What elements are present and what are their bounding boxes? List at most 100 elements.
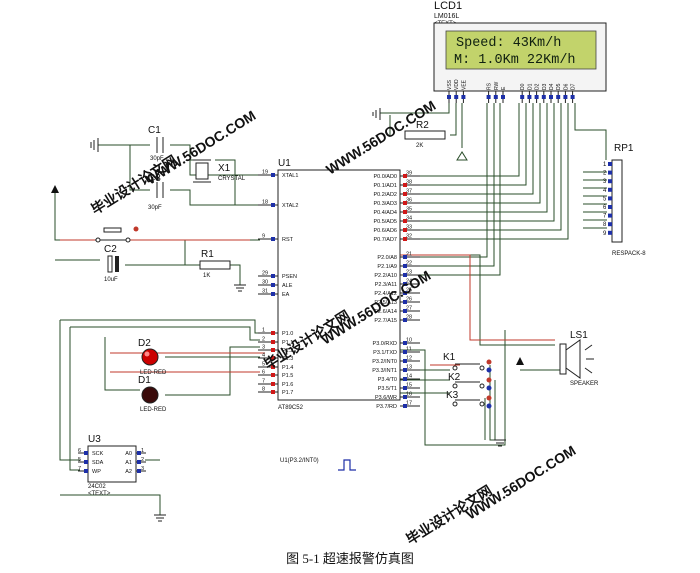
mcu-left-pin-name: P1.1: [282, 340, 293, 346]
u3-part: 24C02: [88, 484, 106, 490]
mcu-left-pin-name: P1.4: [282, 365, 293, 371]
mcu-right-pin-name: P2.6/A14: [374, 309, 397, 315]
lcd-pin-label: RW: [494, 81, 500, 90]
mcu-part: AT89C52: [278, 405, 304, 411]
mcu-left-pin-marker: [271, 237, 275, 241]
mcu-left-pin-name: P1.7: [282, 390, 293, 396]
mcu-right-pin-name: P3.2/INT0: [372, 359, 397, 365]
lcd-pin-marker: [549, 95, 553, 99]
mcu-u1: U1 AT89C52 19XTAL118XTAL29RST29PSEN30ALE…: [258, 158, 420, 411]
ls1-value: SPEAKER: [570, 381, 599, 387]
u3-right-pin-marker: [137, 460, 141, 464]
u3-right-pin-num: 1: [141, 448, 144, 454]
mcu-right-pin-num: 22: [406, 261, 412, 267]
lcd-ref: LCD1: [434, 0, 462, 12]
key-k3[interactable]: K3: [446, 390, 492, 409]
mcu-ref: U1: [278, 158, 291, 169]
d2-ref: D2: [138, 338, 151, 349]
rp1-pin-marker: [608, 222, 612, 227]
lcd1: LCD1 LM016L <TEXT> Speed: 43Km/h M: 1.0K…: [433, 0, 607, 103]
lcd-pin-marker: [527, 95, 532, 99]
lcd-pin-marker: [501, 95, 505, 99]
lcd-pin-label: VSS: [447, 79, 453, 90]
mcu-right-pin-num: 26: [406, 297, 412, 303]
key-k1[interactable]: K1: [443, 352, 492, 373]
u3-left-pin-name: WP: [92, 469, 101, 475]
mcu-left-pin-num: 18: [262, 200, 268, 206]
mcu-right-pin-name: P3.5/T1: [378, 386, 397, 392]
mcu-right-pin-num: 32: [406, 234, 412, 240]
mcu-right-pin-name: P2.4/A12: [374, 291, 397, 297]
d2-value: LED-RED: [140, 370, 167, 376]
mcu-left-pin-marker: [271, 356, 275, 360]
speaker-ls1: LS1 SPEAKER: [559, 330, 599, 387]
led-d2: D2 LED-RED: [138, 338, 167, 376]
mcu-right-pin-num: 39: [406, 171, 412, 177]
mcu-left-pin-name: P1.0: [282, 331, 293, 337]
r2-ref: R2: [416, 120, 429, 131]
mcu-right-pin-name: P2.5/A13: [374, 300, 397, 306]
lcd-screen: [445, 30, 597, 70]
u3-right-pin-num: 3: [141, 466, 144, 472]
mcu-left-pin-num: 8: [262, 387, 265, 393]
rp1-pin-marker: [608, 187, 612, 192]
mcu-right-pin-marker: [403, 273, 407, 277]
lcd-line-2: M: 1.0Km 22Km/h: [454, 53, 576, 68]
mcu-left-pin-num: 3: [262, 345, 265, 351]
lcd-part: LM016L: [434, 13, 459, 20]
u3-left-pin-name: SDA: [92, 460, 104, 466]
r1-value: 1K: [203, 273, 210, 279]
mcu-left-pin-name: P1.6: [282, 382, 293, 388]
rp1-pin-marker: [608, 179, 612, 184]
mcu-right-pin-num: 24: [406, 279, 412, 285]
resistor-r1: R1 1K: [199, 249, 231, 279]
rp1-pin-num: 2: [603, 171, 607, 177]
mcu-left-pins: 19XTAL118XTAL29RST29PSEN30ALE31EA1P1.02P…: [258, 170, 298, 396]
mcu-left-pin-num: 1: [262, 328, 265, 334]
lcd-pin-label: D2: [535, 83, 541, 90]
mcu-left-pin-name: P1.2: [282, 348, 293, 354]
mcu-right-pin-marker: [403, 282, 407, 286]
key-k2[interactable]: K2: [448, 372, 492, 391]
mcu-right-pin-name: P3.0/RXD: [373, 341, 397, 347]
mcu-left-pin-num: 7: [262, 379, 265, 385]
mcu-left-pin-marker: [271, 292, 275, 296]
lcd-pin-label: D3: [542, 83, 548, 90]
rp1-pin-num: 4: [603, 188, 607, 194]
mcu-left-pin-marker: [271, 274, 275, 278]
mcu-left-pin-name: P1.3: [282, 356, 293, 362]
u3-left-pin-marker: [84, 469, 88, 473]
mcu-right-pin-marker: [403, 255, 407, 259]
probe-int0: U1(P3.2/INT0): [280, 458, 356, 471]
rp1-pin-num: 1: [603, 162, 607, 168]
lcd-pin-label: RS: [487, 82, 493, 90]
red-wires: [60, 239, 555, 373]
wires: [54, 103, 607, 515]
mcu-right-pin-marker: [403, 201, 407, 205]
mcu-left-pin-num: 19: [262, 170, 268, 176]
mcu-left-pin-name: RST: [282, 237, 294, 243]
mcu-right-pin-name: P0.2/AD2: [373, 192, 397, 198]
mcu-left-pin-marker: [271, 203, 275, 207]
rp1-pin-marker: [608, 162, 612, 166]
crystal-x1: X1 CRYSTAL: [193, 159, 246, 183]
mcu-right-pin-num: 17: [406, 401, 412, 407]
mcu-right-pin-marker: [403, 210, 407, 214]
mcu-right-pin-marker: [403, 291, 407, 295]
mcu-right-pin-num: 34: [406, 216, 412, 222]
mcu-right-pin-name: P2.3/A11: [375, 282, 397, 288]
mcu-right-pin-marker: [403, 395, 407, 399]
lcd-pin-label: D0: [520, 83, 526, 90]
led-d1: D1 LED-RED: [138, 375, 167, 413]
reset-button[interactable]: [95, 226, 139, 243]
mcu-right-pin-name: P0.6/AD6: [373, 228, 397, 234]
rp1-pin-num: 8: [603, 222, 607, 228]
mcu-left-pin-name: P1.5: [282, 373, 293, 379]
mcu-right-pin-num: 11: [406, 347, 412, 353]
u3-left-pin-num: 5: [78, 457, 81, 463]
c1-value: 30pF: [150, 156, 164, 162]
rp1-pin-num: 7: [603, 214, 607, 220]
